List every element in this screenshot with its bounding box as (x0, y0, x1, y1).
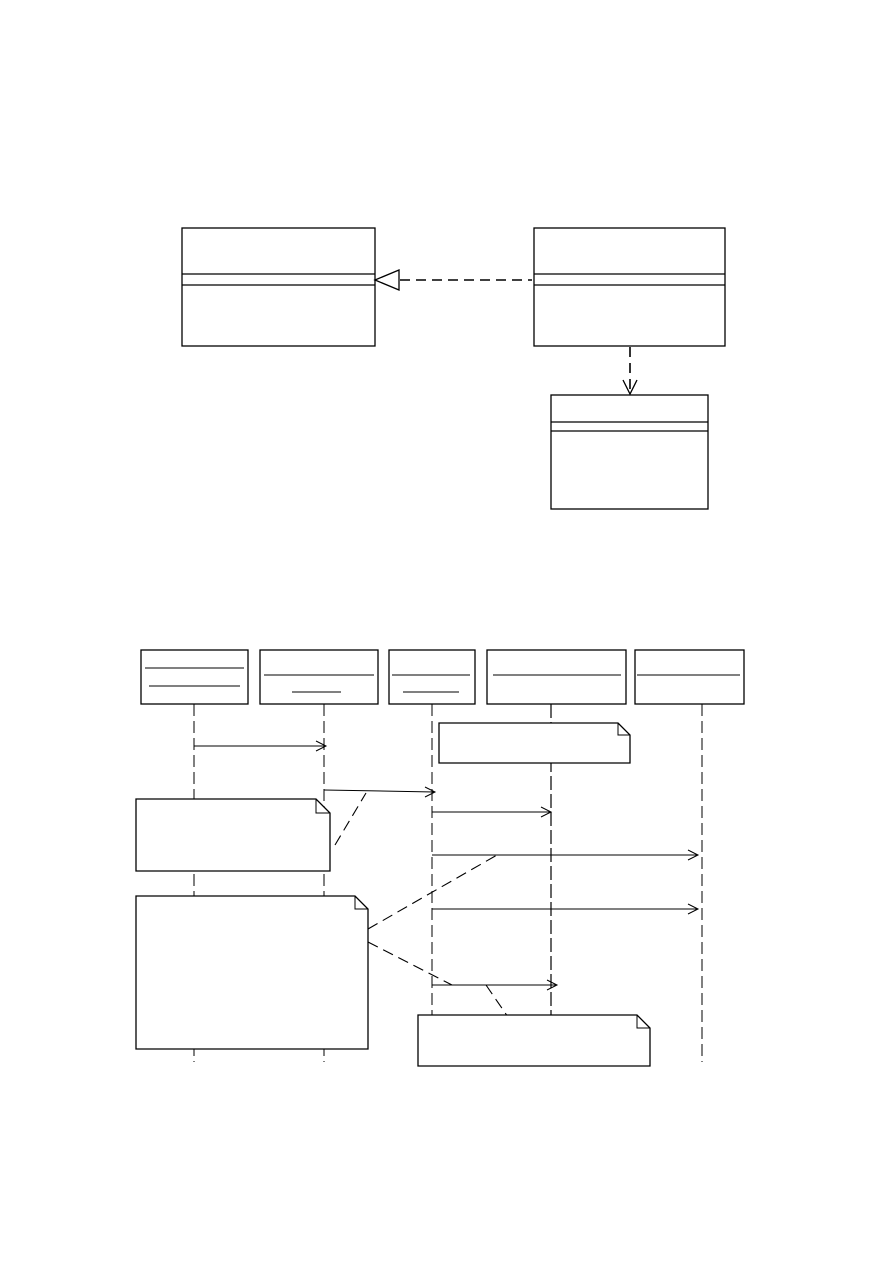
note-anchor-large-2 (367, 941, 453, 986)
message-5 (432, 903, 700, 915)
note-left-large[interactable] (135, 895, 369, 1050)
message-6 (432, 979, 559, 991)
sequence-diagram (135, 649, 745, 1067)
dependency-arrow (622, 347, 638, 396)
object-box-1[interactable] (140, 649, 249, 705)
object-box-5[interactable] (634, 649, 745, 705)
note-left-small[interactable] (135, 798, 331, 872)
message-2 (323, 786, 437, 798)
note-top[interactable] (438, 722, 631, 764)
class-box-right[interactable] (533, 227, 726, 347)
message-4 (432, 849, 700, 861)
message-1 (194, 740, 328, 752)
class-diagram (181, 227, 726, 510)
note-anchor-small (334, 792, 367, 846)
message-3 (432, 806, 553, 818)
note-anchor-bottom (485, 984, 509, 1018)
note-anchor-large-1 (367, 854, 498, 930)
object-box-3[interactable] (388, 649, 476, 705)
object-box-2[interactable] (259, 649, 379, 705)
class-box-bottom[interactable] (550, 394, 709, 510)
note-bottom[interactable] (417, 1014, 651, 1067)
class-box-left[interactable] (181, 227, 376, 347)
realization-arrow (373, 269, 532, 291)
object-box-4[interactable] (486, 649, 627, 705)
